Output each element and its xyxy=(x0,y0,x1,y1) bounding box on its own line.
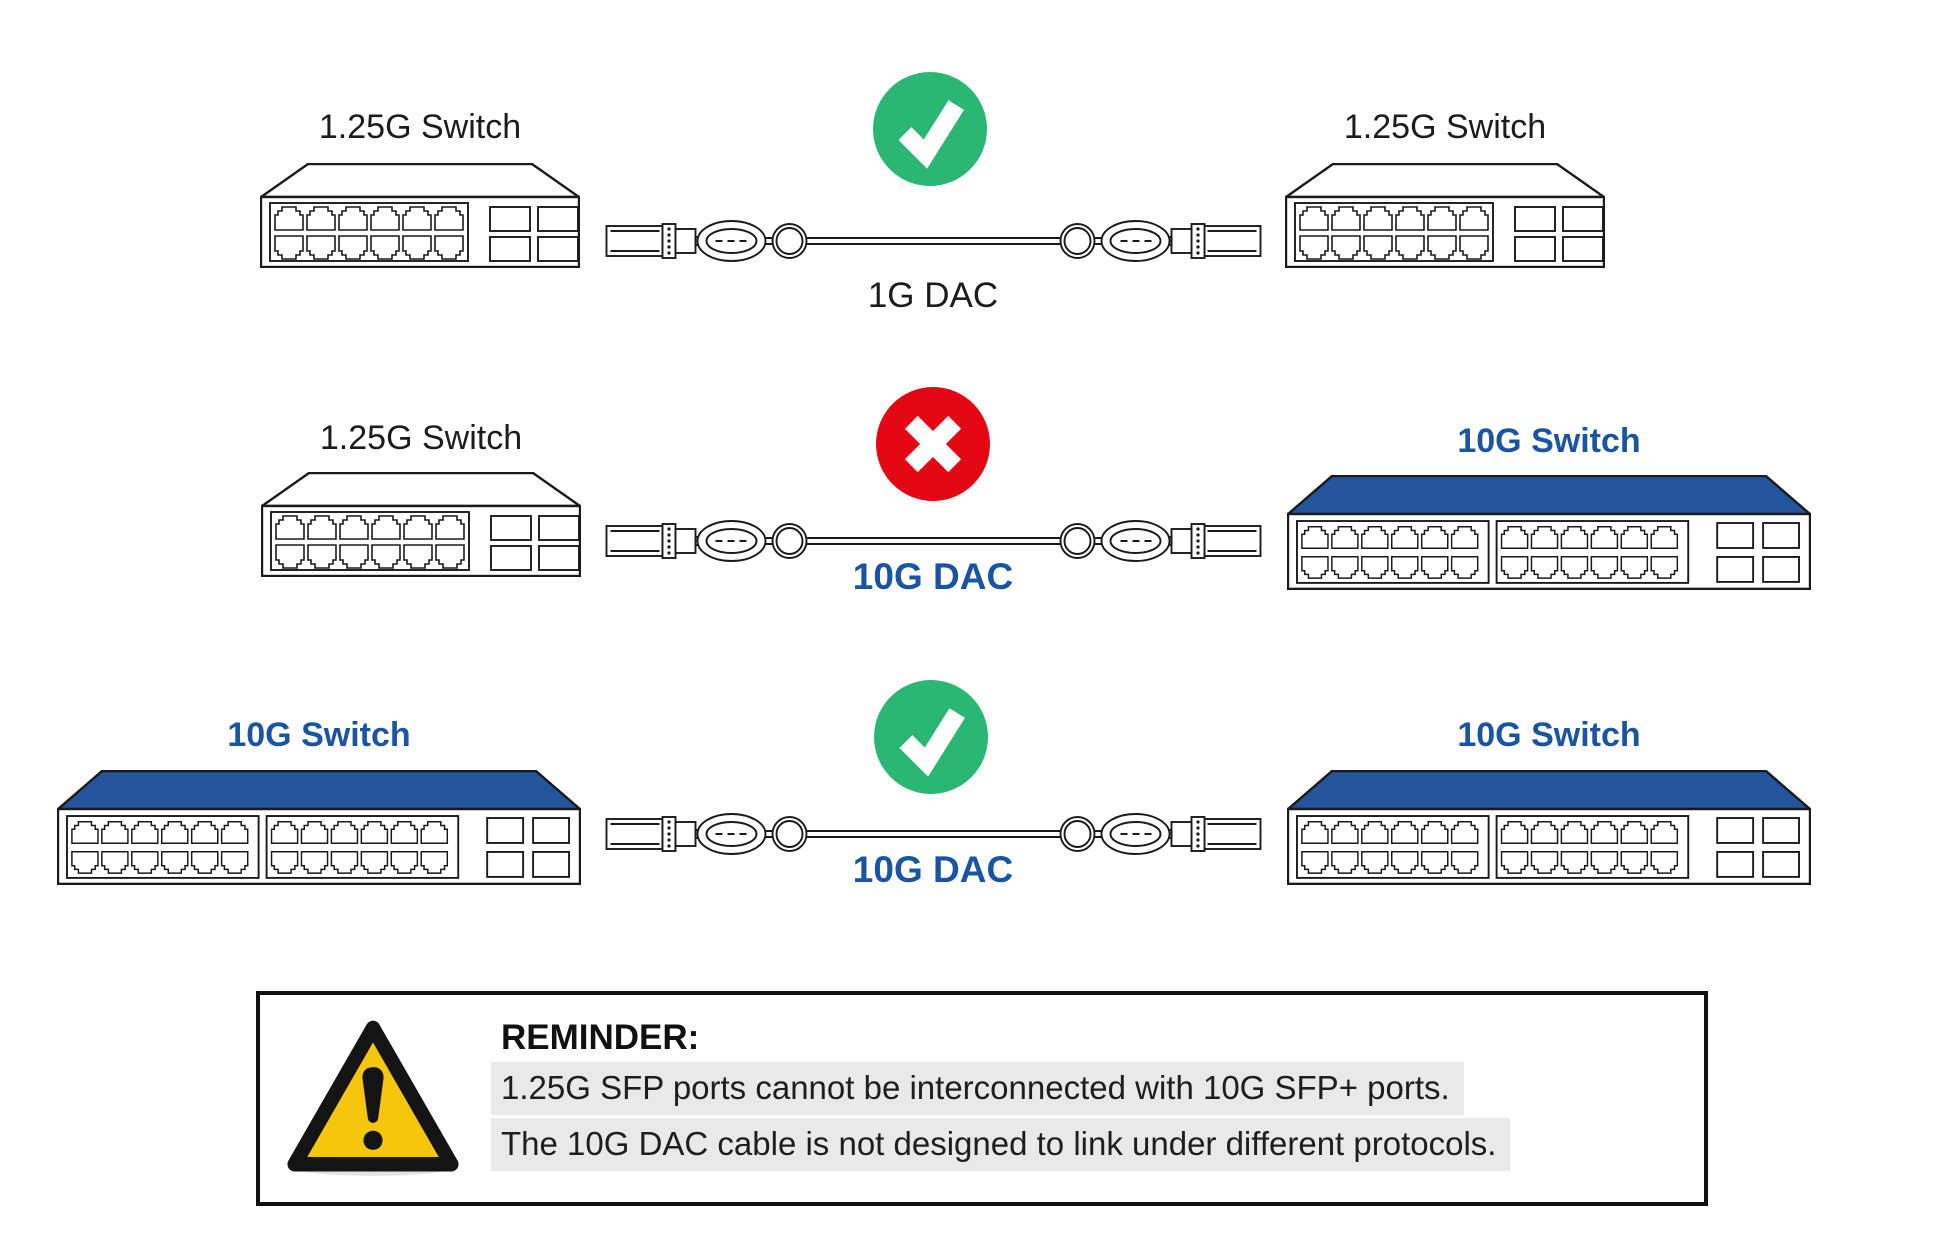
row2-cable-label: 10G DAC xyxy=(852,556,1014,597)
row1-dac-cable xyxy=(603,213,1264,269)
row3-left-switch-label: 10G Switch xyxy=(227,716,411,754)
row2-left-switch-label: 1.25G Switch xyxy=(319,419,523,457)
row1-left-switch-label: 1.25G Switch xyxy=(318,108,522,146)
row1-left-switch xyxy=(260,163,580,268)
reminder-line-2: The 10G DAC cable is not designed to lin… xyxy=(491,1118,1511,1172)
reminder-title: REMINDER: xyxy=(501,1018,700,1057)
check-icon xyxy=(873,72,987,186)
cross-icon xyxy=(876,387,990,501)
row1-cable-label: 1G DAC xyxy=(867,276,999,315)
row2-right-switch-label: 10G Switch xyxy=(1457,422,1641,460)
row2-right-switch xyxy=(1287,475,1811,590)
warning-icon xyxy=(287,1020,459,1176)
row3-left-switch xyxy=(57,770,581,885)
row1-right-switch xyxy=(1285,163,1605,268)
row3-cable-label: 10G DAC xyxy=(852,849,1014,890)
row2-left-switch xyxy=(261,472,581,577)
row3-right-switch-label: 10G Switch xyxy=(1457,716,1641,754)
reminder-line-1: 1.25G SFP ports cannot be interconnected… xyxy=(491,1062,1464,1116)
row1-right-switch-label: 1.25G Switch xyxy=(1343,108,1547,146)
row3-right-switch xyxy=(1287,770,1811,885)
reminder-box: REMINDER: 1.25G SFP ports cannot be inte… xyxy=(256,991,1708,1206)
check-icon xyxy=(874,680,988,794)
